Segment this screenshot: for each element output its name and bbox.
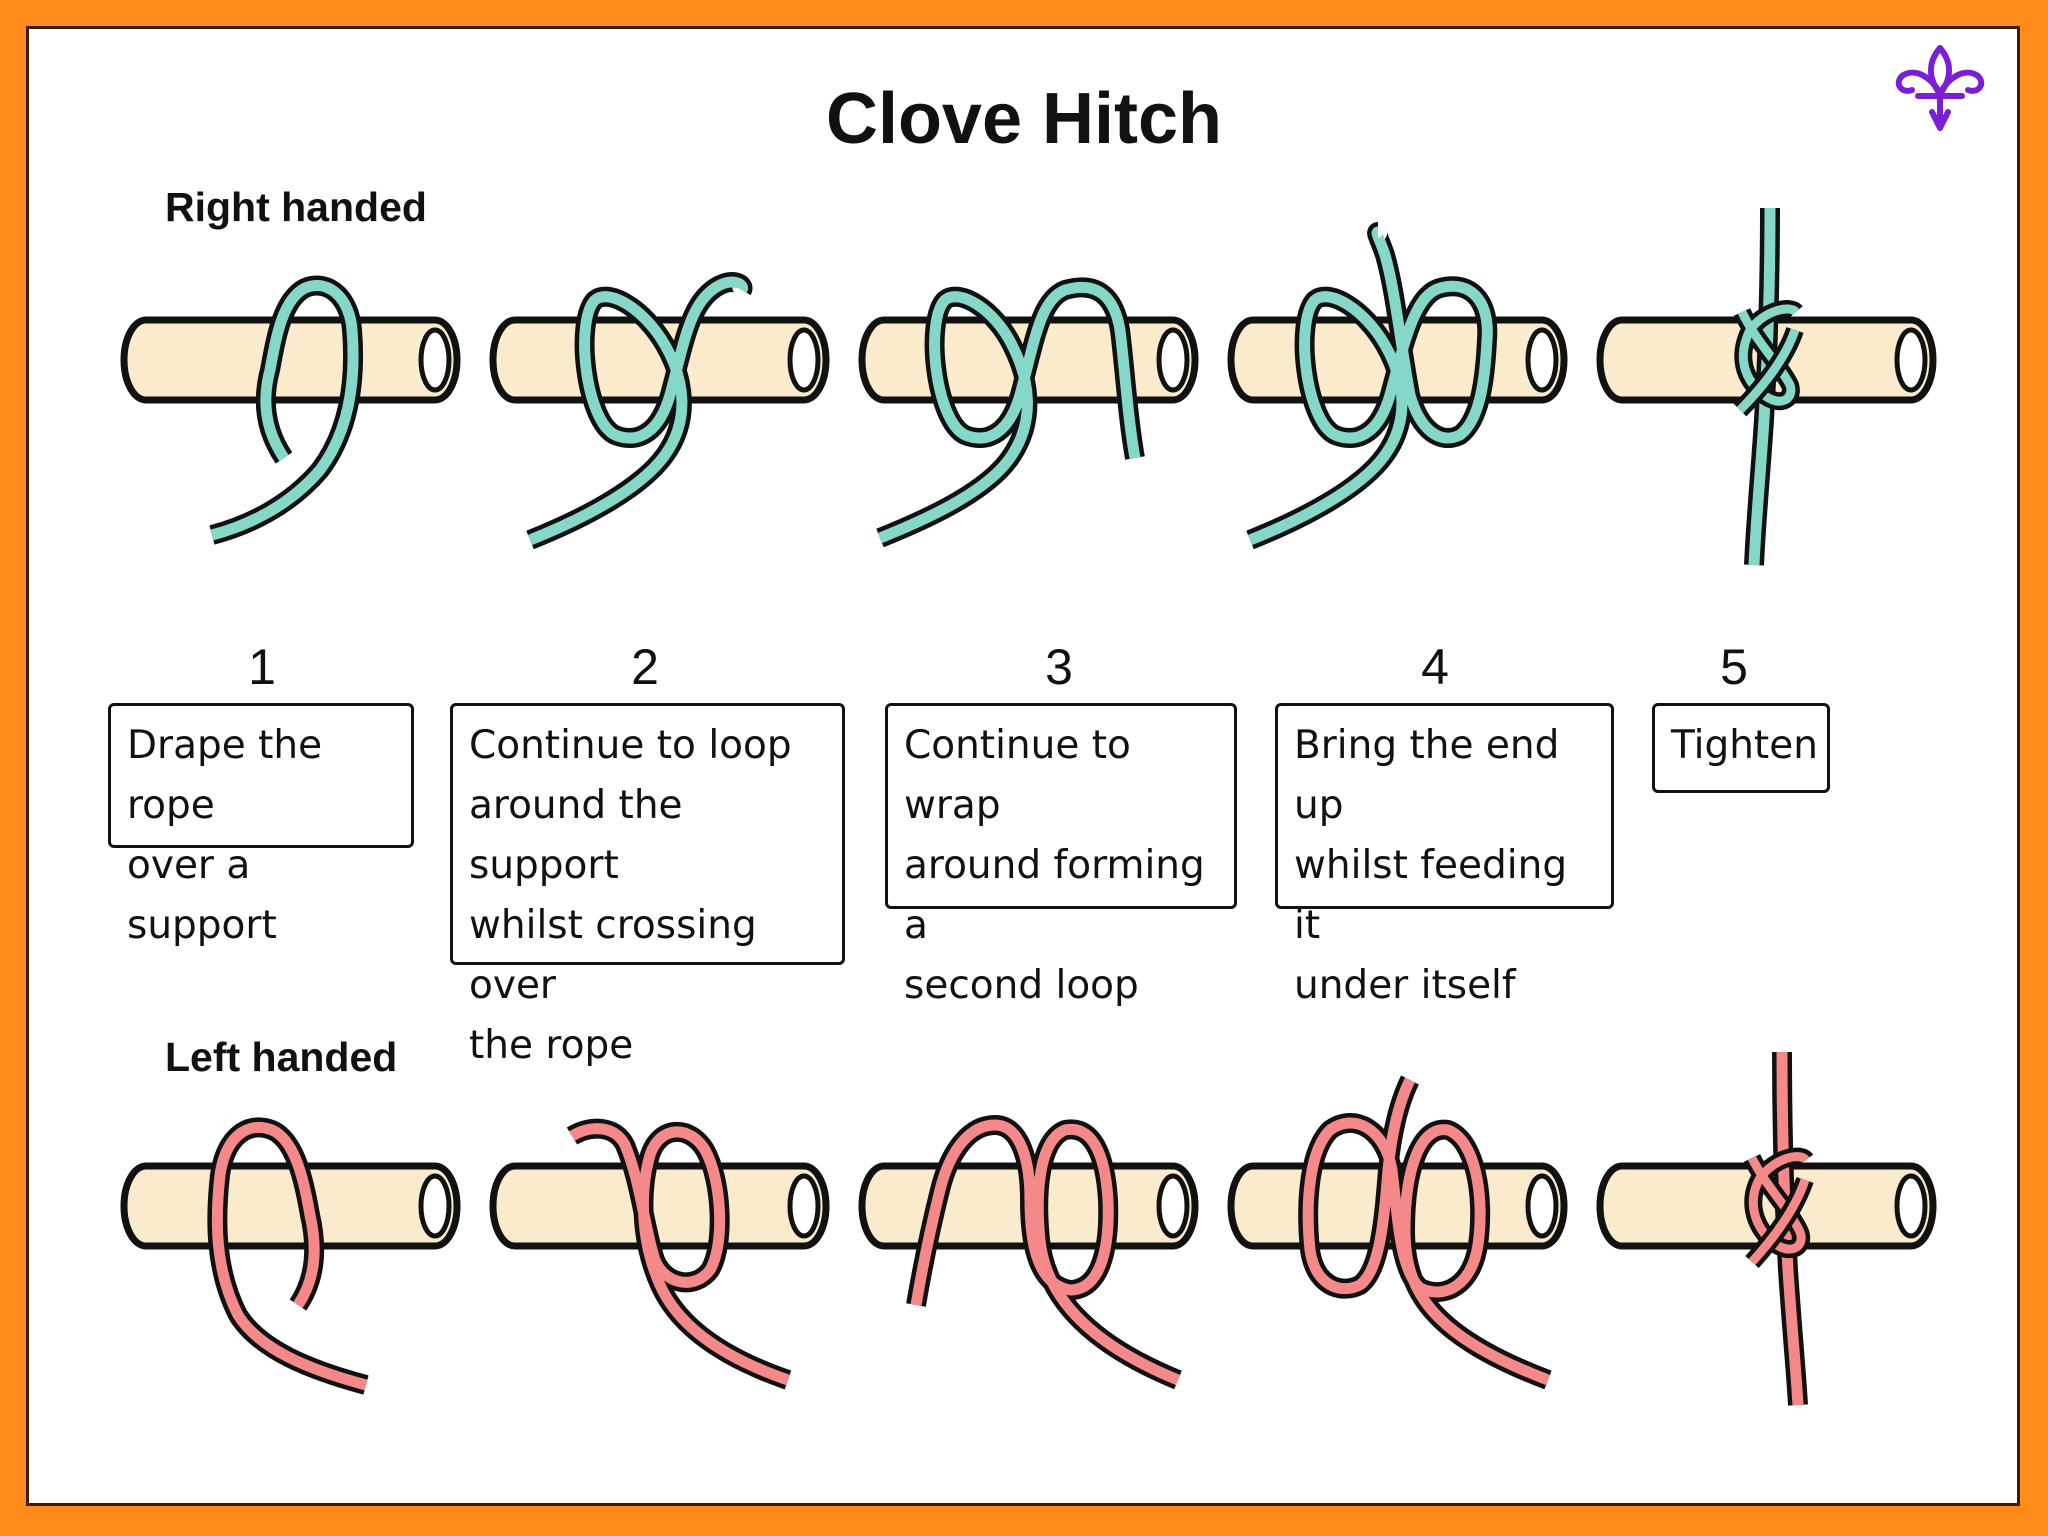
right-step-5-illustration [1596,207,1937,566]
rope-pink [1743,1051,1814,1406]
step-4-description: Bring the end up whilst feeding it under… [1275,703,1614,1008]
rope-green [876,277,1145,548]
left-step-5-illustration [1596,1051,1937,1406]
step-3-description: Continue to wrap around forming a second… [885,703,1237,1008]
rope-pink [1298,1075,1552,1390]
support-pole [1596,1162,1937,1250]
left-step-1-illustration [120,1117,461,1395]
rope-pink [906,1115,1182,1390]
step-5-number: 5 [1720,639,1748,695]
step-2-description: Continue to loop around the support whil… [450,703,845,1068]
support-pole [120,1162,461,1250]
fleur-de-lis-icon [1895,45,1985,131]
step-1-description: Drape the rope over a support [108,703,414,948]
support-pole [120,316,461,404]
right-step-1-illustration [120,275,461,545]
step-1-number: 1 [248,639,276,695]
step-2-number: 2 [631,639,659,695]
rope-pink [207,1117,369,1395]
right-step-4-illustration [1227,222,1568,550]
step-4-number: 4 [1421,639,1449,695]
step-3-number: 3 [1045,639,1073,695]
support-pole [489,1162,830,1250]
rope-green [1733,207,1804,566]
section-left-handed: Left handed [165,1034,398,1080]
left-step-4-illustration [1227,1075,1568,1390]
right-handed-steps [120,207,1937,566]
right-step-3-illustration [858,277,1199,548]
left-step-2-illustration [489,1118,830,1390]
rope-pink [566,1118,792,1390]
section-right-handed: Right handed [165,184,427,230]
page-title: Clove Hitch [825,79,1223,159]
rope-green [526,272,753,550]
step-5-description: Tighten [1652,703,1830,793]
rope-green [1246,222,1498,550]
right-step-2-illustration [489,272,830,550]
rope-green [209,275,364,545]
left-handed-steps [120,1051,1937,1406]
left-step-3-illustration [858,1115,1199,1390]
